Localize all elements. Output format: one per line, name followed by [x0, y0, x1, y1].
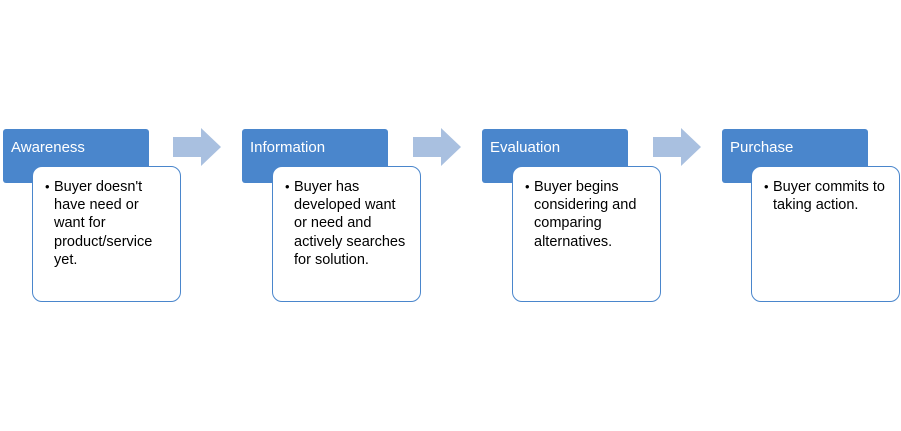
stage-description: Buyer commits to taking action.: [773, 179, 885, 214]
right-arrow-icon: [413, 128, 461, 166]
bullet-icon: •: [285, 179, 290, 194]
right-arrow-icon: [653, 128, 701, 166]
bullet-icon: •: [764, 179, 769, 194]
stage-card-evaluation: • Buyer begins considering and comparing…: [512, 166, 661, 302]
stage-description: Buyer doesn't have need or want for prod…: [54, 179, 153, 268]
bullet-row: • Buyer doesn't have need or want for pr…: [45, 178, 172, 269]
right-arrow-icon: [173, 128, 221, 166]
stage-card-purchase: • Buyer commits to taking action.: [751, 166, 900, 302]
stage-title: Purchase: [730, 139, 794, 156]
stage-title: Information: [250, 139, 326, 156]
bullet-icon: •: [45, 179, 50, 194]
bullet-row: • Buyer has developed want or need and a…: [285, 178, 412, 269]
bullet-row: • Buyer commits to taking action.: [764, 178, 891, 214]
bullet-row: • Buyer begins considering and comparing…: [525, 178, 652, 251]
stage-card-awareness: • Buyer doesn't have need or want for pr…: [32, 166, 181, 302]
stage-card-information: • Buyer has developed want or need and a…: [272, 166, 421, 302]
stage-description: Buyer begins considering and comparing a…: [534, 179, 637, 250]
stage-description: Buyer has developed want or need and act…: [294, 179, 406, 268]
stage-title: Awareness: [11, 139, 85, 156]
stage-title: Evaluation: [490, 139, 561, 156]
bullet-icon: •: [525, 179, 530, 194]
